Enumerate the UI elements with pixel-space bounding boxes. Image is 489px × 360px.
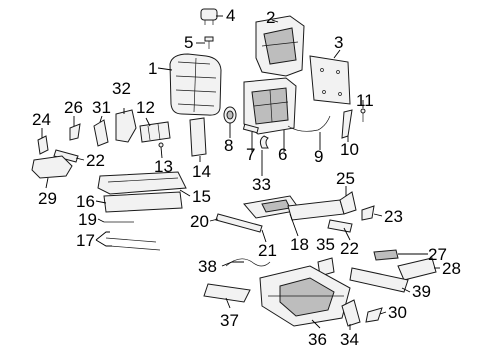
callout-26: 26 (64, 98, 83, 117)
callout-4: 4 (226, 6, 235, 25)
part-end-cover (361, 205, 375, 221)
part-cable-loop (225, 258, 271, 267)
callout-23: 23 (384, 207, 403, 226)
part-base-plate (203, 283, 251, 303)
part-armrest-trim (189, 117, 207, 157)
callout-22-right: 22 (340, 239, 359, 258)
callout-8: 8 (224, 136, 233, 155)
part-cushion-bracket (139, 121, 171, 143)
leader-lines (41, 15, 440, 330)
part-strap-left (53, 149, 79, 163)
part-cushion-top (97, 171, 187, 195)
callout-5: 5 (184, 33, 193, 52)
part-cross-bar (349, 267, 409, 293)
callout-20: 20 (190, 212, 209, 231)
callout-35: 35 (316, 235, 335, 254)
part-trim-small (339, 191, 357, 215)
part-block (373, 249, 399, 261)
part-pin (158, 142, 164, 148)
callout-24: 24 (32, 110, 51, 129)
callout-1: 1 (148, 59, 157, 78)
callout-14: 14 (192, 162, 211, 181)
part-seat-back-cover (169, 53, 222, 116)
callout-36: 36 (308, 330, 327, 349)
callout-32: 32 (112, 79, 131, 98)
part-lever (69, 123, 81, 141)
part-seat-back-frame (255, 15, 305, 77)
part-clip (242, 123, 259, 134)
part-strap-right (327, 219, 353, 233)
part-seat-base-frame (259, 265, 351, 327)
part-side-cover (31, 155, 73, 179)
part-end-cap (365, 307, 383, 323)
callout-12: 12 (136, 98, 155, 117)
part-hook (259, 135, 269, 149)
callout-18: 18 (290, 235, 309, 254)
part-bolt (204, 36, 214, 49)
callout-27: 27 (428, 245, 447, 264)
parts-layer (31, 8, 437, 327)
callout-29: 29 (38, 189, 57, 208)
part-side-trim (341, 109, 353, 139)
callout-30: 30 (388, 303, 407, 322)
part-recliner-knob (223, 106, 237, 124)
part-long-rail (287, 199, 345, 221)
part-screw (360, 108, 366, 122)
part-side-trim-right (397, 257, 437, 281)
part-headrest (200, 8, 218, 25)
callout-6: 6 (278, 145, 287, 164)
callout-11: 11 (356, 91, 374, 110)
callout-2: 2 (266, 8, 275, 27)
callout-7: 7 (246, 145, 255, 164)
part-bracket-assembly (243, 195, 301, 219)
part-side-shield (115, 109, 137, 143)
part-foot (341, 299, 361, 327)
part-cable (287, 115, 331, 132)
callout-22-left: 22 (86, 151, 105, 170)
callout-16: 16 (76, 192, 95, 211)
callout-38: 38 (198, 257, 217, 276)
part-cushion-pad (103, 191, 183, 213)
callout-17: 17 (76, 231, 95, 250)
callout-labels: 1 2 3 4 5 6 7 8 9 10 11 12 13 14 15 16 1… (32, 6, 461, 349)
callout-13: 13 (154, 157, 173, 176)
part-rail (215, 213, 263, 233)
callout-39: 39 (412, 282, 431, 301)
callout-10: 10 (340, 140, 359, 159)
callout-21: 21 (258, 241, 277, 260)
callout-28: 28 (442, 259, 461, 278)
callout-31: 31 (92, 98, 111, 117)
callout-37: 37 (220, 311, 239, 330)
callout-25: 25 (336, 169, 355, 188)
part-wires (105, 237, 161, 251)
callout-33: 33 (252, 175, 271, 194)
part-handle (37, 135, 49, 155)
callout-19: 19 (78, 210, 97, 229)
callout-15: 15 (192, 187, 211, 206)
callout-34: 34 (340, 330, 359, 349)
callout-3: 3 (334, 33, 343, 52)
callout-9: 9 (314, 147, 323, 166)
part-seat-frame-assembly (243, 77, 297, 135)
part-back-panel (309, 55, 351, 105)
part-latch-cover (93, 119, 109, 147)
